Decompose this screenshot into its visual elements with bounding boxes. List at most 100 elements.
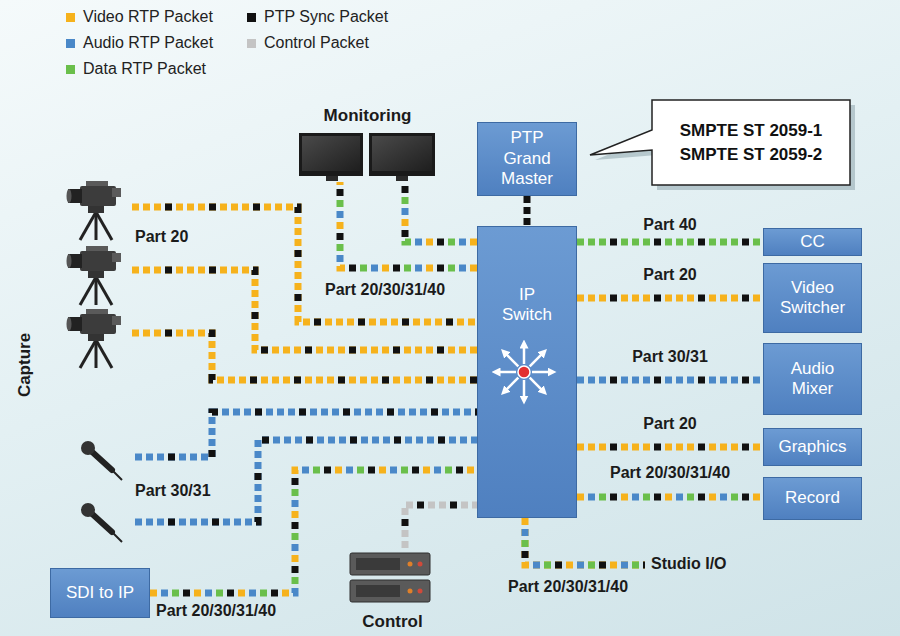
node-label: IP Switch <box>499 285 555 326</box>
packet-stream <box>405 505 477 548</box>
packet-dashes <box>405 505 477 548</box>
legend-text: Control Packet <box>264 34 369 52</box>
packet-dashes <box>405 182 477 242</box>
microphone-icon <box>81 441 122 480</box>
switch-box: IP Switch <box>477 226 577 518</box>
packet-stream <box>577 298 763 299</box>
packet-stream <box>150 470 477 593</box>
edge-label: Part 40 <box>643 216 696 234</box>
monitor-frame <box>299 133 363 176</box>
packet-stream <box>135 440 477 522</box>
camera-icon <box>67 181 122 240</box>
node-label: Monitoring <box>324 106 412 126</box>
packet-dashes <box>577 494 763 501</box>
process-box: Audio Mixer <box>763 343 862 415</box>
node-label: SDI to IP <box>66 583 134 603</box>
packet-dashes <box>150 470 477 593</box>
packet-stream <box>132 270 477 350</box>
node-label: SMPTE ST 2059-2 <box>680 143 823 167</box>
legend-item: Video RTP Packet <box>66 8 213 26</box>
packet-stream <box>132 333 477 380</box>
packet-dashes <box>340 182 477 268</box>
packet-dashes <box>577 295 763 302</box>
legend-swatch <box>66 39 75 48</box>
packet-dashes <box>405 182 477 242</box>
switch-arrow <box>530 352 544 366</box>
legend-swatch <box>66 13 75 22</box>
process-box: Graphics <box>763 428 862 466</box>
packet-stream <box>525 518 645 565</box>
legend-item: PTP Sync Packet <box>247 8 388 26</box>
monitor-icon <box>369 133 435 181</box>
packet-stream <box>132 333 477 380</box>
device-group: Control <box>345 548 440 632</box>
rack-light <box>408 589 413 594</box>
legend-item: Data RTP Packet <box>66 60 206 78</box>
packet-stream <box>340 182 477 268</box>
packet-dashes <box>150 470 477 593</box>
process-box: SDI to IP <box>50 568 150 618</box>
edge-label: Part 20 <box>643 415 696 433</box>
switch-arrow <box>523 380 526 400</box>
group-label: Capture <box>15 333 35 397</box>
stream-label: Part 20 <box>135 228 188 246</box>
callout-bubble: SMPTE ST 2059-1SMPTE ST 2059-2 <box>652 100 850 185</box>
packet-stream <box>132 207 477 322</box>
rack-unit <box>350 553 430 575</box>
packet-dashes <box>340 182 477 268</box>
packet-dashes <box>577 377 763 384</box>
packet-dashes <box>577 444 763 451</box>
packet-dashes <box>577 377 763 384</box>
packet-stream <box>525 518 645 565</box>
packet-dashes <box>524 196 531 226</box>
packet-stream <box>525 518 645 565</box>
packet-dashes <box>577 494 763 501</box>
rack-light <box>418 589 423 594</box>
packet-stream <box>577 242 763 243</box>
packet-dashes <box>577 444 763 451</box>
legend-text: PTP Sync Packet <box>264 8 388 26</box>
legend-item: Control Packet <box>247 34 369 52</box>
node-label: SMPTE ST 2059-1 <box>680 119 823 143</box>
device-group: Monitoring <box>295 106 440 182</box>
packet-dashes <box>405 182 477 242</box>
rack-light <box>418 562 423 567</box>
packet-stream <box>135 412 477 457</box>
node-label: Control <box>362 612 422 632</box>
legend-swatch <box>247 13 256 22</box>
edge-label: Part 20/30/31/40 <box>156 602 276 620</box>
packet-stream <box>135 412 477 457</box>
node-label: CC <box>800 232 825 252</box>
node-label: Audio Mixer <box>778 359 848 400</box>
stream-label: Part 20/30/31/40 <box>508 578 628 596</box>
packet-dashes <box>340 182 477 268</box>
packet-stream <box>527 196 528 226</box>
node-label: Video Switcher <box>772 278 853 319</box>
process-box: PTP Grand Master <box>477 122 577 196</box>
monitor-frame <box>369 133 435 176</box>
monitor-screen <box>302 136 360 171</box>
rack-unit <box>350 580 430 602</box>
stream-label: Part 20/30/31/40 <box>325 281 445 299</box>
monitor-icon <box>299 133 363 181</box>
packet-stream <box>577 497 763 498</box>
monitor-stand <box>326 176 338 181</box>
rack-body <box>350 553 430 575</box>
packet-dashes <box>577 377 763 384</box>
rack-body <box>350 580 430 602</box>
callout-shape <box>590 100 850 185</box>
camera-icon <box>67 246 122 305</box>
legend-item: Audio RTP Packet <box>66 34 213 52</box>
endpoint-label: Studio I/O <box>651 555 727 573</box>
legend-text: Video RTP Packet <box>83 8 213 26</box>
packet-stream <box>577 447 763 448</box>
packet-stream <box>405 182 477 242</box>
edge-label: Part 20/30/31/40 <box>610 464 730 482</box>
packet-dashes <box>577 295 763 302</box>
packet-dashes <box>577 239 763 246</box>
rack-light <box>408 562 413 567</box>
microphone-icon <box>81 503 122 542</box>
switch-icon <box>496 344 552 400</box>
node-label: PTP Grand Master <box>496 128 558 189</box>
packet-dashes <box>577 239 763 246</box>
